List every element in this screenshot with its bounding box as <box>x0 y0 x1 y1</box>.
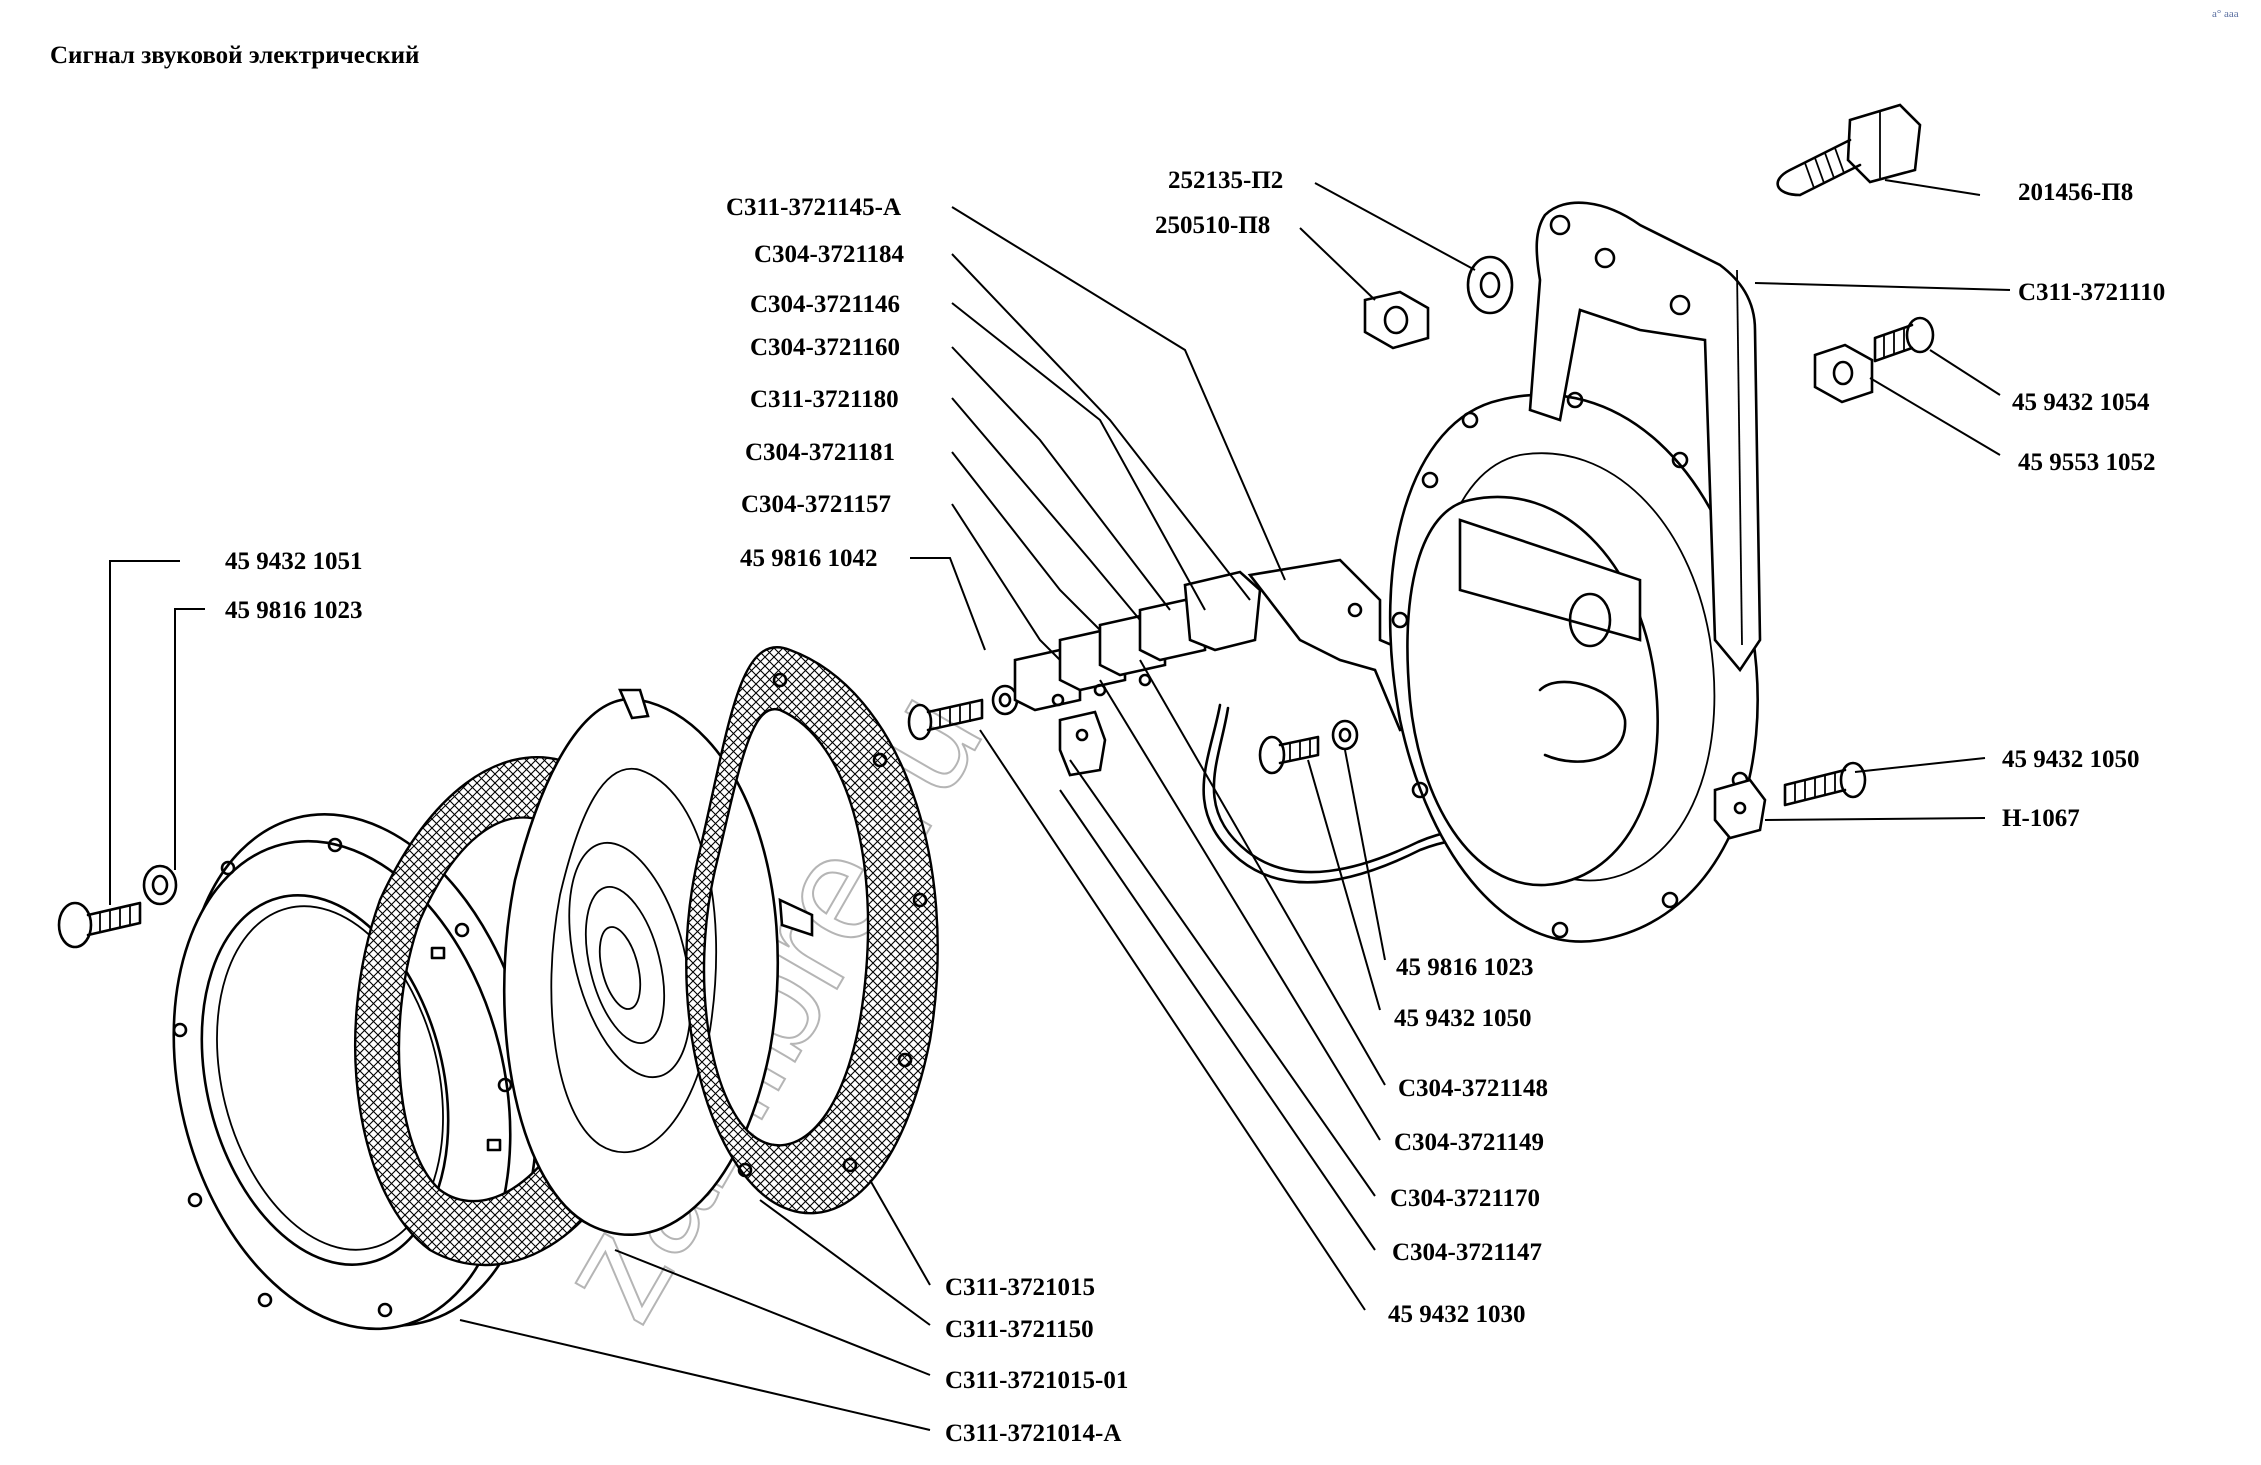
housing <box>1388 391 1759 943</box>
label-45-9816-1023-left: 45 9816 1023 <box>225 597 363 624</box>
label-45-9816-1042: 45 9816 1042 <box>740 545 878 572</box>
label-45-9432-1054: 45 9432 1054 <box>2012 389 2150 416</box>
label-c311-3721014-a: С311-3721014-А <box>945 1420 1121 1447</box>
terminal-clip <box>1713 778 1767 840</box>
label-c304-3721146: С304-3721146 <box>750 291 900 318</box>
screw-left <box>57 901 142 949</box>
label-45-9432-1030: 45 9432 1030 <box>1388 1301 1526 1328</box>
label-45-9553-1052: 45 9553 1052 <box>2018 449 2156 476</box>
washer-top <box>1466 255 1514 315</box>
label-h-1067: Н-1067 <box>2002 805 2080 832</box>
label-c311-3721180: С311-3721180 <box>750 386 899 413</box>
nut-right <box>1813 343 1874 404</box>
label-c311-3721145-a: С311-3721145-А <box>726 194 901 221</box>
label-250510-p8: 250510-П8 <box>1155 212 1270 239</box>
leader-lines <box>109 179 2011 1431</box>
label-c311-3721015-01: С311-3721015-01 <box>945 1367 1128 1394</box>
label-c304-3721181: С304-3721181 <box>745 439 895 466</box>
label-45-9432-1050-mid: 45 9432 1050 <box>1394 1005 1532 1032</box>
label-c304-3721160: С304-3721160 <box>750 334 900 361</box>
screw-center <box>907 684 1019 741</box>
label-c311-3721015: С311-3721015 <box>945 1274 1095 1301</box>
label-45-9432-1051: 45 9432 1051 <box>225 548 363 575</box>
part-labels: 201456-П8 252135-П2 250510-П8 С311-37211… <box>225 167 2165 1447</box>
nut-top <box>1363 290 1430 350</box>
washer-left <box>142 864 178 906</box>
label-45-9432-1050-right: 45 9432 1050 <box>2002 746 2140 773</box>
corner-mark: a° aaa <box>2212 8 2239 20</box>
bracket <box>1528 201 1762 673</box>
label-c311-3721150: С311-3721150 <box>945 1316 1094 1343</box>
label-c304-3721148: С304-3721148 <box>1398 1075 1548 1102</box>
contact-assembly <box>1013 558 1442 777</box>
bolt-right <box>1873 316 1935 363</box>
label-c304-3721147: С304-3721147 <box>1392 1239 1542 1266</box>
terminal-bolt <box>1783 761 1867 807</box>
label-45-9816-1023-mid: 45 9816 1023 <box>1396 954 1534 981</box>
label-c304-3721170: С304-3721170 <box>1390 1185 1540 1212</box>
label-252135-p2: 252135-П2 <box>1168 167 1283 194</box>
label-c304-3721184: С304-3721184 <box>754 241 905 268</box>
label-c311-3721110: С311-3721110 <box>2018 279 2165 306</box>
label-201456-p8: 201456-П8 <box>2018 179 2133 206</box>
gasket-rear <box>685 646 939 1215</box>
screw-mid <box>1258 719 1359 775</box>
label-c304-3721149: С304-3721149 <box>1394 1129 1544 1156</box>
bolt-top <box>1776 103 1922 197</box>
page-title: Сигнал звуковой электрический <box>50 42 420 69</box>
label-c304-3721157: С304-3721157 <box>741 491 891 518</box>
